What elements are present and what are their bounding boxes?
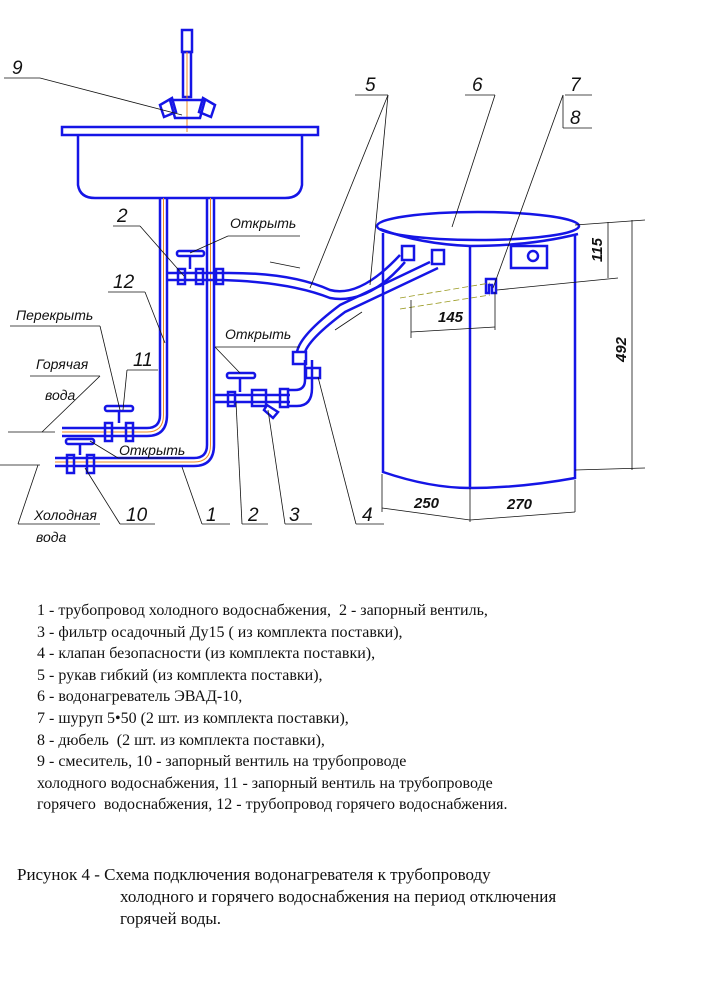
caption-line: горячей воды. xyxy=(120,909,222,928)
label-cold-water-1: Холодная xyxy=(33,507,97,523)
water-heater xyxy=(375,210,581,490)
callout-5: 5 xyxy=(365,75,376,96)
callout-11: 11 xyxy=(133,350,153,371)
caption-line: холодного и горячего водоснабжения на пе… xyxy=(120,887,557,906)
legend-item: горячего водоснабжения, 12 - трубопровод… xyxy=(37,796,508,814)
callout-4: 4 xyxy=(362,505,373,526)
sink xyxy=(60,125,320,200)
callout-2-lower: 2 xyxy=(247,505,259,526)
leader-lines xyxy=(0,77,646,525)
callout-1: 1 xyxy=(206,505,217,526)
legend-item: 7 - шуруп 5•50 (2 шт. из комплекта поста… xyxy=(37,709,349,727)
diagram-labels: Открыть Перекрыть Горячая вода Открыть О… xyxy=(16,215,296,545)
callout-12: 12 xyxy=(113,272,135,293)
legend-item: 3 - фильтр осадочный Ду15 ( из комплекта… xyxy=(37,623,403,641)
legend-item: 9 - смеситель, 10 - запорный вентиль на … xyxy=(37,753,407,771)
legend-item: 5 - рукав гибкий (из комплекта поставки)… xyxy=(37,666,323,684)
dim-115: 115 xyxy=(589,237,606,262)
flexible-hose xyxy=(221,254,439,353)
legend-item: 8 - дюбель (2 шт. из комплекта поставки)… xyxy=(37,731,325,749)
cold-inlet-branch xyxy=(214,350,322,420)
dimension-labels: 115 492 145 250 270 xyxy=(413,237,630,513)
legend-item: 4 - клапан безопасности (из комплекта по… xyxy=(37,645,376,663)
label-shut: Перекрыть xyxy=(16,307,93,323)
hot-outlet-branch xyxy=(166,249,225,286)
faucet xyxy=(158,28,217,132)
callout-7: 7 xyxy=(570,75,582,96)
label-cold-water-2: вода xyxy=(36,529,67,545)
label-open-mid: Открыть xyxy=(225,326,291,342)
label-hot-water-1: Горячая xyxy=(36,356,89,372)
callout-9: 9 xyxy=(12,58,23,79)
hot-water-pipe xyxy=(62,198,169,443)
callout-10: 10 xyxy=(126,505,148,526)
callout-6: 6 xyxy=(472,75,483,96)
legend-item: холодного водоснабжения, 11 - запорный в… xyxy=(37,774,493,792)
caption-line: Рисунок 4 - Схема подключения водонагрев… xyxy=(17,865,491,884)
label-open-low: Открыть xyxy=(119,442,185,458)
callout-2-upper: 2 xyxy=(116,206,128,227)
dim-250: 250 xyxy=(413,495,440,512)
legend: 1 - трубопровод холодного водоснабжения,… xyxy=(37,600,508,816)
figure-caption: Рисунок 4 - Схема подключения водонагрев… xyxy=(17,864,556,930)
callout-3: 3 xyxy=(289,505,300,526)
legend-item: 6 - водонагреватель ЭВАД-10, xyxy=(37,688,243,706)
callout-numbers: 9 5 6 7 8 2 12 11 10 1 2 3 4 xyxy=(12,58,582,526)
dim-492: 492 xyxy=(613,336,630,363)
legend-item: 1 - трубопровод холодного водоснабжения,… xyxy=(37,602,488,619)
label-open-top: Открыть xyxy=(230,215,296,231)
connection-diagram: 9 5 6 7 8 2 12 11 10 1 2 3 4 Открыть Пер… xyxy=(0,28,646,545)
dim-270: 270 xyxy=(506,496,533,513)
callout-8: 8 xyxy=(570,108,581,129)
dim-145: 145 xyxy=(438,309,464,326)
cold-water-pipe xyxy=(55,198,216,475)
label-hot-water-2: вода xyxy=(45,387,76,403)
